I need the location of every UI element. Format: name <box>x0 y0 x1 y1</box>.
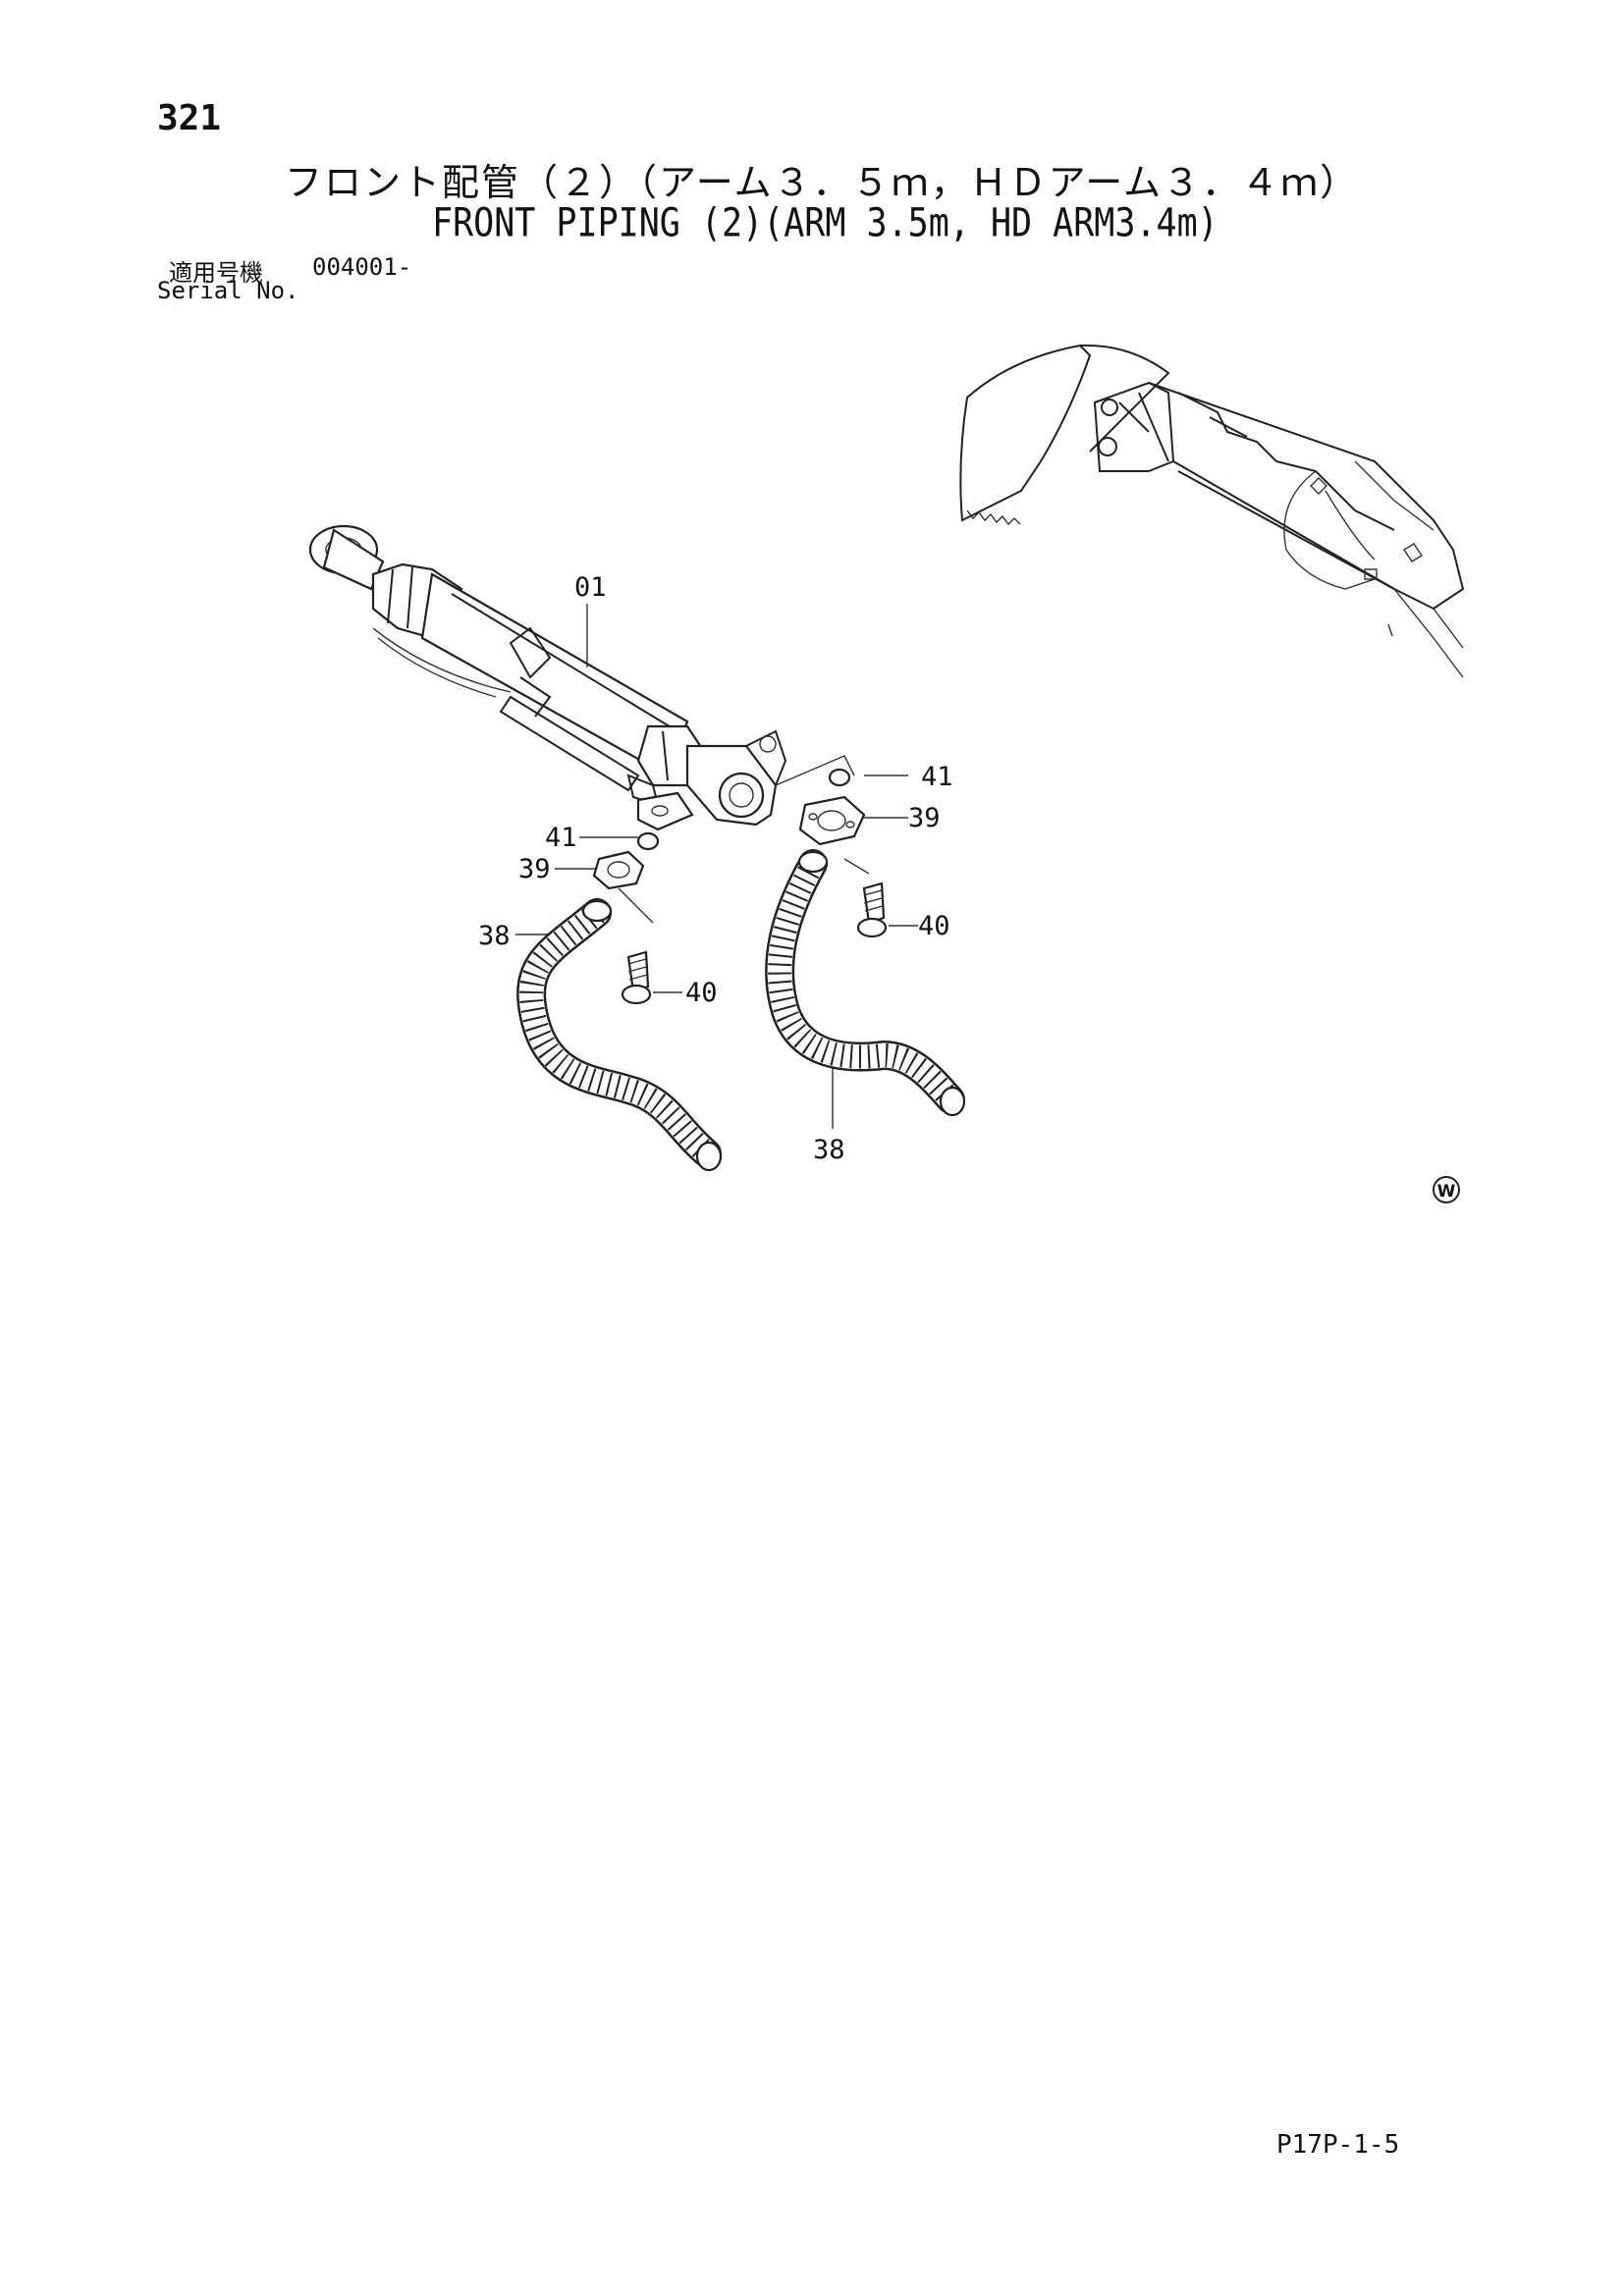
watermark-letter: W <box>1437 1182 1456 1201</box>
arm-cylinder-assembly <box>308 524 787 831</box>
bolt-40-right <box>856 881 888 938</box>
callout-38-left: 38 <box>478 921 511 951</box>
callout-41-upper: 41 <box>921 762 953 792</box>
bolt-40-left <box>621 950 652 1005</box>
page-title-japanese: フロント配管（２）（アーム３．５ｍ，ＨＤアーム３．４ｍ） <box>285 161 1360 204</box>
callout-39-lower: 39 <box>518 854 551 884</box>
hose-38-left <box>516 898 723 1172</box>
callout-40-left: 40 <box>685 978 718 1008</box>
page-title-english: FRONT PIPING (2)(ARM 3.5m, HD ARM3.4m) <box>432 201 1218 246</box>
serial-label-japanese: 適用号機 <box>169 259 263 287</box>
page-number: 321 <box>157 98 222 138</box>
excavator-arm-inset <box>959 344 1465 678</box>
serial-label-english: Serial No. <box>157 277 299 304</box>
callout-41-lower: 41 <box>545 823 577 853</box>
leader-lines <box>515 604 918 1129</box>
flange-39-left <box>592 850 645 890</box>
serial-number-value: 004001- <box>312 253 412 281</box>
watermark-w-symbol: W <box>1433 1176 1460 1203</box>
callout-38-right: 38 <box>813 1135 845 1165</box>
page-code: P17P-1-5 <box>1276 2130 1400 2160</box>
o-ring-41-lower <box>636 831 660 851</box>
callout-39-upper: 39 <box>908 803 941 833</box>
callout-01: 01 <box>574 572 607 603</box>
flange-39-right <box>798 795 866 846</box>
o-ring-41-upper <box>828 768 851 787</box>
callout-40-right: 40 <box>918 911 950 941</box>
hose-38-right <box>765 849 966 1117</box>
